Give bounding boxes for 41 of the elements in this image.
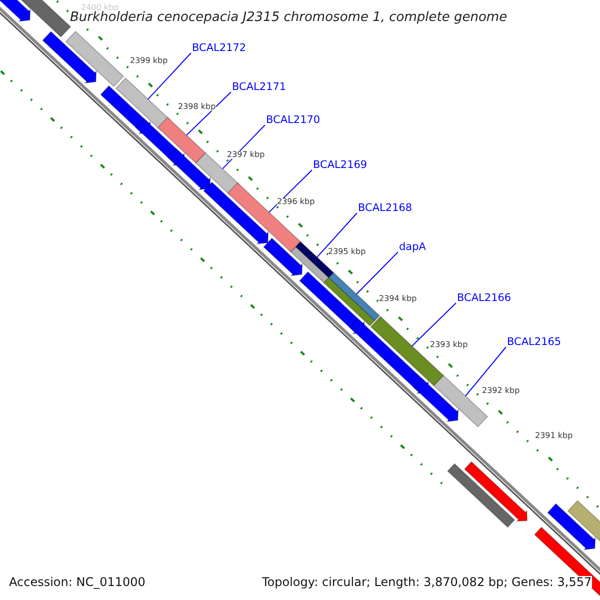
leader-line — [316, 212, 358, 258]
position-label: 2395 kbp — [328, 248, 366, 256]
gene-bar — [290, 246, 330, 284]
gene-block — [413, 378, 459, 422]
gene-label: BCAL2170 — [266, 115, 320, 126]
gene-label: dapA — [399, 242, 426, 252]
leader-line — [465, 346, 506, 396]
gene-label: BCAL2165 — [507, 337, 562, 348]
gene-label: BCAL2169 — [313, 160, 368, 170]
gene-block — [263, 238, 303, 276]
gene-label: BCAL2171 — [232, 82, 286, 92]
gene-bar — [157, 116, 206, 164]
gene-block — [464, 461, 528, 522]
leader-line — [148, 52, 192, 100]
footer-text: Accession: NC_011000 — [9, 576, 146, 588]
gene-block — [203, 182, 269, 244]
map-title: Burkholderia cenocepacia J2315 chromosome 1, complete genome — [70, 11, 508, 24]
gene-label: BCAL2172 — [192, 43, 246, 54]
gene-bar — [323, 277, 376, 326]
position-label: 2394 kbp — [379, 295, 417, 303]
gene-block — [167, 148, 211, 190]
position-label: 2398 kbp — [178, 103, 216, 111]
footer-text: Topology: circular; Length: 3,870,082 bp; Genes: 3,557 — [262, 576, 592, 588]
leader-line — [356, 252, 398, 295]
position-label: 2391 kbp — [535, 432, 573, 440]
gene-label: BCAL2166 — [457, 293, 512, 304]
position-label: 2397 kbp — [227, 151, 265, 159]
leader-line — [412, 302, 456, 346]
leader-line — [268, 170, 312, 213]
gene-bar — [447, 463, 516, 528]
gene-block — [547, 503, 596, 550]
gene-block — [0, 0, 31, 22]
position-label: 2392 kbp — [482, 387, 520, 395]
gene-bar — [65, 30, 124, 88]
leader-line — [186, 92, 232, 136]
gene-block — [42, 30, 97, 84]
gene-label: BCAL2168 — [358, 203, 412, 214]
position-label: 2396 kbp — [277, 198, 315, 206]
position-label: 2393 kbp — [430, 341, 468, 349]
gene-bar — [227, 182, 302, 253]
position-label: 2399 kbp — [130, 57, 168, 65]
